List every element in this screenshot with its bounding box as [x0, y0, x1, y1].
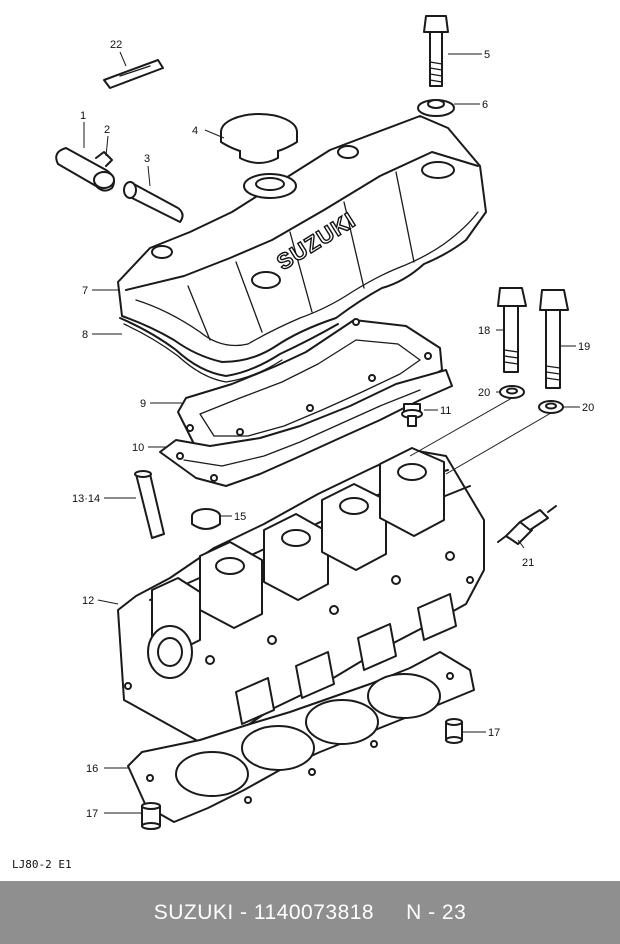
part-10-gasket-plate [159, 369, 453, 487]
part-1-breather-pipe [55, 147, 115, 192]
label-21: 21 [522, 557, 534, 569]
label-4: 4 [192, 125, 198, 137]
label-6: 6 [482, 99, 488, 111]
label-16: 16 [86, 763, 98, 775]
part-22-plate [103, 59, 164, 89]
label-12: 12 [82, 595, 94, 607]
part-7-cylinder-head-cover: SUZUKI [117, 115, 487, 363]
part-3-pipe [123, 181, 184, 223]
part-11-plug [401, 403, 423, 427]
label-19: 19 [578, 341, 590, 353]
label-5: 5 [484, 49, 490, 61]
label-15: 15 [234, 511, 246, 523]
part-2-clip [95, 151, 113, 167]
label-1: 1 [80, 110, 86, 122]
label-8: 8 [82, 329, 88, 341]
part-16-head-gasket [127, 651, 475, 823]
part-21-spark-plug [497, 505, 557, 545]
part-18-bolt [497, 287, 527, 373]
label-17a: 17 [488, 727, 500, 739]
part-15-seal [191, 508, 221, 530]
leader-lines [83, 51, 580, 814]
footer-separator: - [233, 900, 254, 924]
label-7: 7 [82, 285, 88, 297]
footer-brand: SUZUKI [153, 900, 234, 924]
label-10: 10 [132, 442, 144, 454]
part-19-bolt [539, 289, 569, 389]
label-20a: 20 [478, 387, 490, 399]
exploded-parts-diagram: SUZUKI [55, 15, 594, 830]
part-17-dowel-b [141, 802, 161, 830]
label-20b: 20 [582, 402, 594, 414]
label-22: 22 [110, 39, 122, 51]
part-labels: 22 1 2 3 4 5 6 7 8 9 10 11 12 13·14 15 1… [72, 39, 594, 820]
footer-bar: SUZUKI - 1140073818 N - 23 [0, 881, 620, 944]
part-17-dowel-a [445, 718, 463, 744]
part-4-oil-filler-cap [220, 113, 298, 164]
part-20-washer-b [538, 400, 564, 414]
label-13-14: 13·14 [72, 493, 100, 505]
label-18: 18 [478, 325, 490, 337]
label-17b: 17 [86, 808, 98, 820]
label-11: 11 [440, 405, 451, 417]
part-5-bolt [423, 15, 449, 87]
diagram-code: LJ80-2 E1 [12, 858, 72, 871]
footer-part-number: 1140073818 [253, 900, 375, 924]
footer-page: N - 23 [406, 900, 467, 924]
label-2: 2 [104, 124, 110, 136]
part-6-grommet [417, 99, 455, 117]
part-12-cylinder-head [117, 447, 485, 751]
label-9: 9 [140, 398, 146, 410]
part-13-14-valve-guide [134, 470, 165, 539]
part-20-washer-a [499, 385, 525, 399]
label-3: 3 [144, 153, 150, 165]
